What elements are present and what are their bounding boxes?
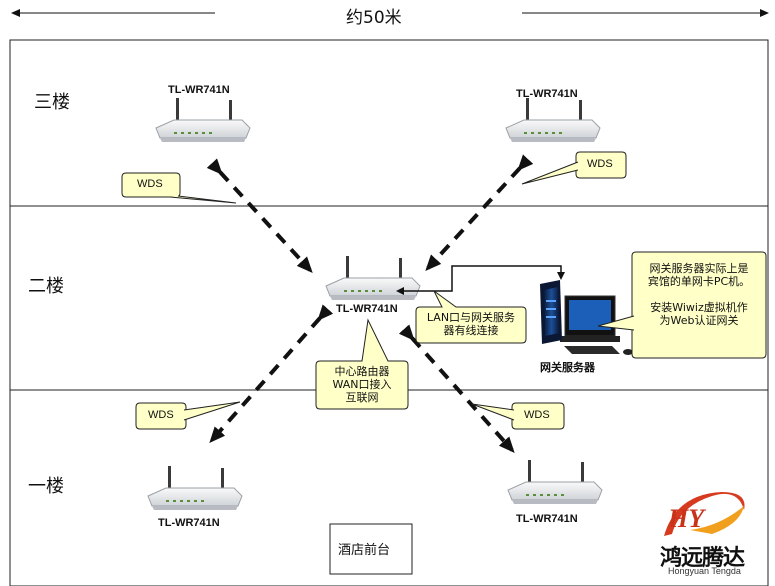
logo-monogram: HY (668, 504, 705, 533)
router-model-bottom-right: TL-WR741N (516, 513, 578, 525)
router-icon-bottom-left (147, 465, 243, 511)
center-callout-text: 中心路由器 WAN口接入 互联网 (318, 365, 406, 404)
wds-bubble-pointer (521, 161, 579, 185)
server-note-text: 网关服务器实际上是 宾馆的单网卡PC机。 安装Wiwiz虚拟机作 为Web认证网… (634, 262, 764, 327)
router-icon-top-left (155, 97, 251, 143)
wds-bubble (511, 402, 565, 430)
router-icon-top-right (505, 97, 601, 143)
router-model-bottom-left: TL-WR741N (158, 517, 220, 529)
brand-logo-icon (664, 492, 745, 536)
link-bottom-right (398, 324, 515, 453)
server-note-line (634, 288, 764, 301)
wds-label: WDS (587, 158, 613, 170)
wds-bubble-pointer (169, 195, 237, 204)
floor-label-second: 二楼 (28, 276, 64, 297)
lan-callout-bubble (415, 290, 527, 344)
logo-brand-cn: 鸿远腾达 (660, 546, 745, 571)
router-model-top-left: TL-WR741N (168, 84, 230, 96)
router-icon-bottom-right (507, 459, 603, 505)
lan-callout-line: 器有线连接 (443, 324, 499, 337)
wds-label: WDS (524, 409, 550, 421)
front-desk-box (329, 523, 413, 575)
lan-cable (400, 265, 562, 292)
floor-label-third: 三楼 (34, 92, 70, 113)
lan-callout-line: LAN口与网关服务 (426, 311, 516, 324)
center-callout-line: 中心路由器 (334, 365, 390, 378)
wds-label: WDS (137, 178, 163, 190)
center-callout-bubble (315, 318, 409, 410)
lan-callout-text: LAN口与网关服务 器有线连接 (418, 311, 524, 337)
front-desk-label: 酒店前台 (338, 543, 391, 558)
server-note-pointer (597, 315, 635, 331)
server-note-line: 宾馆的单网卡PC机。 (647, 275, 751, 288)
router-icon-center (325, 255, 421, 301)
wds-label: WDS (148, 409, 174, 421)
wds-bubble-pointer (183, 401, 241, 421)
floor-label-first: 一楼 (28, 476, 64, 497)
lan-arrow-head (396, 287, 404, 295)
server-label: 网关服务器 (540, 361, 595, 374)
center-callout-line: WAN口接入 (332, 378, 392, 391)
logo-brand-en: Hongyuan Tengda (668, 566, 741, 576)
link-top-right (425, 154, 534, 271)
server-note-line: 安装Wiwiz虚拟机作 (650, 301, 748, 314)
server-note-line: 为Web认证网关 (659, 314, 739, 327)
wds-bubble (135, 402, 187, 430)
router-model-top-right: TL-WR741N (516, 88, 578, 100)
server-note-line: 网关服务器实际上是 (649, 262, 749, 275)
wds-bubble-pointer (471, 403, 515, 421)
lan-arrow-head (557, 272, 565, 280)
width-label: 约50米 (346, 8, 402, 28)
router-model-center: TL-WR741N (336, 303, 398, 315)
center-callout-line: 互联网 (345, 391, 379, 404)
wds-bubble (575, 151, 627, 179)
gateway-server-icon (540, 280, 633, 355)
server-note-bubble (631, 251, 767, 359)
building-outline (9, 39, 769, 586)
link-bottom-left (209, 304, 334, 443)
link-top-left (206, 158, 313, 273)
